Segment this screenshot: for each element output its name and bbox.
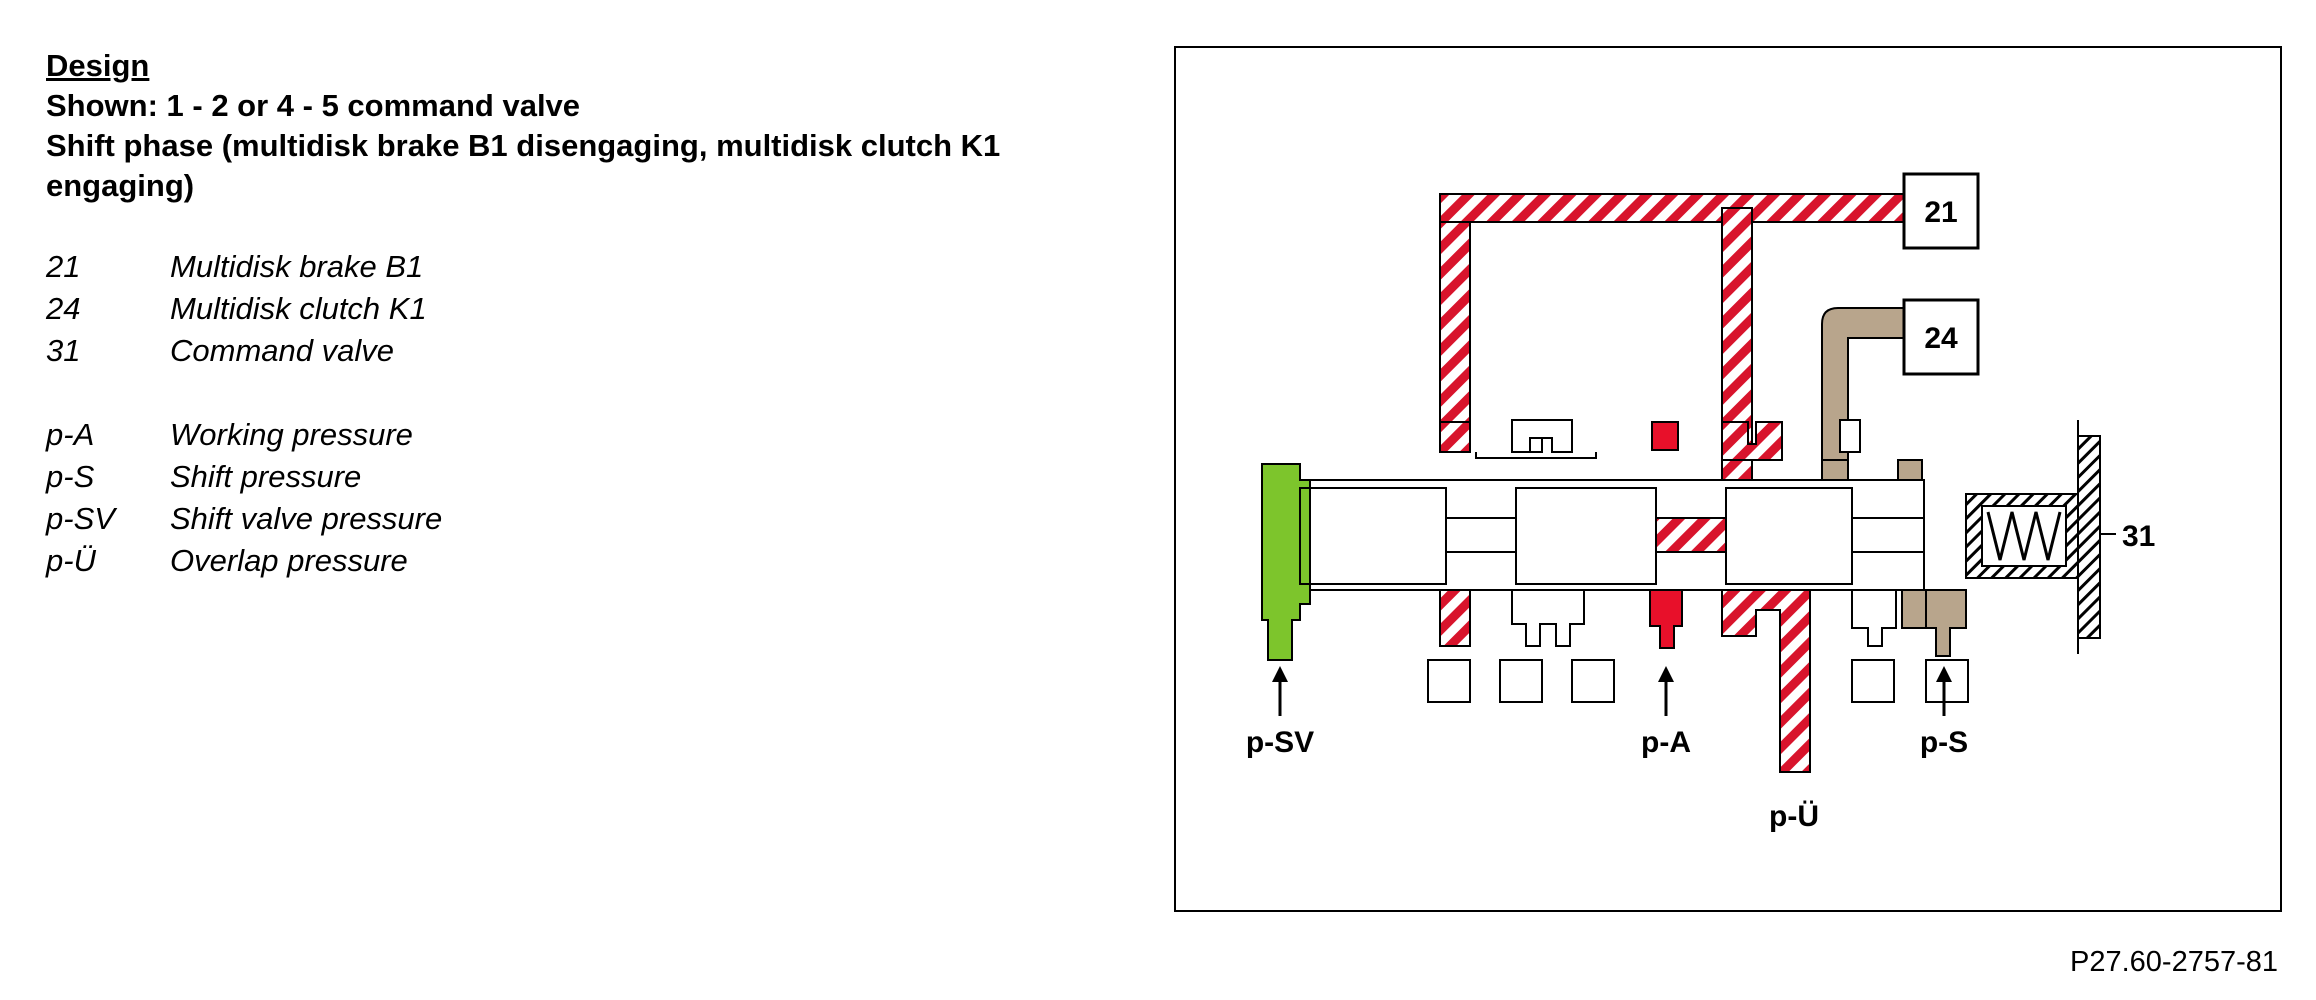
legend-code: 21 xyxy=(46,249,81,284)
design-heading: Design xyxy=(46,48,150,83)
port-overlap-upper xyxy=(1721,421,1783,461)
port-working-lower xyxy=(1649,589,1683,649)
spring-coil xyxy=(1986,511,2062,561)
label-pa: p-A xyxy=(1641,726,1691,759)
figure-reference: P27.60-2757-81 xyxy=(2070,946,2278,978)
legend-code: 31 xyxy=(46,333,81,368)
label-psv: p-SV xyxy=(1246,726,1314,759)
legend-code: p-SV xyxy=(46,501,115,536)
exhaust-box-5 xyxy=(1925,659,1969,703)
legend-code: p-Ü xyxy=(46,543,96,578)
port-upper-lands xyxy=(1511,419,1573,453)
exhaust-box-1 xyxy=(1427,659,1471,703)
legend-desc: Multidisk brake B1 xyxy=(170,249,424,284)
spring-assembly xyxy=(1965,420,2116,654)
spool-groove-2 xyxy=(1655,517,1727,553)
shift-valve-piston xyxy=(1261,463,1311,661)
spool xyxy=(1303,479,1925,591)
legend-desc: Working pressure xyxy=(170,417,413,452)
b1-left-riser xyxy=(1439,193,1471,423)
spool-groove-3 xyxy=(1851,517,1925,553)
port-overlap-lower xyxy=(1721,589,1811,773)
spool-groove-1 xyxy=(1445,517,1517,553)
legend-row: 31 Command valve xyxy=(46,330,1146,372)
exhaust-box-4 xyxy=(1851,659,1895,703)
legend-components: 21 Multidisk brake B1 24 Multidisk clutc… xyxy=(46,246,1146,372)
arrow-pa xyxy=(1658,666,1674,682)
port-b1-left xyxy=(1439,421,1471,453)
description-panel: Design Shown: 1 - 2 or 4 - 5 command val… xyxy=(46,46,1146,624)
spool-land-right xyxy=(1725,487,1853,585)
port-lower-exhaust xyxy=(1511,589,1585,647)
legend-row: p-Ü Overlap pressure xyxy=(46,540,1146,582)
port-b1-lower xyxy=(1439,589,1471,647)
exhaust-box-2 xyxy=(1499,659,1543,703)
valve-main-art: 21 24 xyxy=(1176,48,2280,910)
legend-row: 21 Multidisk brake B1 xyxy=(46,246,1146,288)
b1-center-riser xyxy=(1721,207,1753,509)
port-shift-lower-b xyxy=(1925,589,1967,657)
psv-piston-body xyxy=(1261,463,1311,661)
legend-row: p-SV Shift valve pressure xyxy=(46,498,1146,540)
shift-phase-line: Shift phase (multidisk brake B1 disengag… xyxy=(46,128,1001,203)
arrow-psv xyxy=(1272,666,1288,682)
valve-diagram: 21 xyxy=(1174,46,2282,912)
legend-desc: Multidisk clutch K1 xyxy=(170,291,427,326)
box-24 xyxy=(1902,298,1980,376)
legend-code: 24 xyxy=(46,291,81,326)
legend-row: p-A Working pressure xyxy=(46,414,1146,456)
arrow-ps xyxy=(1936,666,1952,682)
box-21-text: 21 xyxy=(1924,196,1957,229)
legend-pressures: p-A Working pressure p-S Shift pressure … xyxy=(46,414,1146,582)
pressure-arrows xyxy=(1272,666,1952,716)
label-31: 31 xyxy=(2122,520,2155,553)
shown-line: Shown: 1 - 2 or 4 - 5 command valve xyxy=(46,88,581,123)
exhaust-box-3 xyxy=(1571,659,1615,703)
box-21 xyxy=(1902,172,1980,250)
psv-piston-face xyxy=(1299,487,1311,585)
legend-desc: Shift pressure xyxy=(170,459,362,494)
legend-desc: Overlap pressure xyxy=(170,543,408,578)
legend-row: p-S Shift pressure xyxy=(46,456,1146,498)
label-pu: p-Ü xyxy=(1769,800,1819,833)
spool-land-mid xyxy=(1515,487,1657,585)
port-lower-6 xyxy=(1851,589,1897,647)
lower-ports xyxy=(1439,589,1967,773)
spool-land-left xyxy=(1303,487,1447,585)
legend-code: p-S xyxy=(46,459,95,494)
box-24-text: 24 xyxy=(1924,322,1958,355)
port-working-upper xyxy=(1651,421,1679,451)
end-plug xyxy=(2077,435,2101,639)
b1-top-run xyxy=(1439,193,1905,223)
legend-desc: Command valve xyxy=(170,333,394,368)
legend-desc: Shift valve pressure xyxy=(170,501,443,536)
label-ps: p-S xyxy=(1920,726,1968,759)
port-shift-lower-a xyxy=(1901,589,1927,629)
port-upper-6 xyxy=(1839,419,1861,453)
legend: 21 Multidisk brake B1 24 Multidisk clutc… xyxy=(46,246,1146,582)
legend-row: 24 Multidisk clutch K1 xyxy=(46,288,1146,330)
legend-code: p-A xyxy=(46,417,95,452)
exhaust-boxes xyxy=(1427,659,1969,703)
